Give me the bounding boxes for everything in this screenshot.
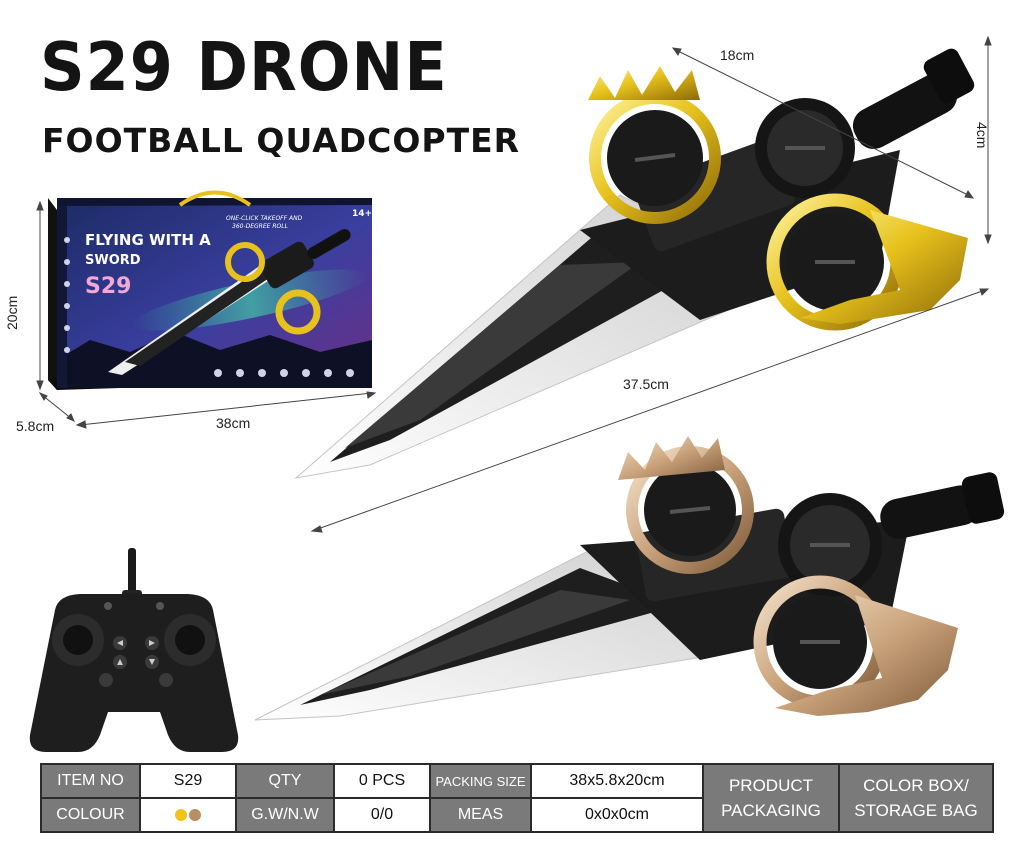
retail-box: FLYING WITH A SWORD S29 ONE-CLICK TAKEOF… [48, 190, 372, 390]
colour-swatch-champagne [189, 808, 201, 821]
box-depth-label: 5.8cm [16, 418, 55, 434]
meas-value: 0x0x0cm [530, 797, 704, 833]
product-packaging-label: PRODUCT PACKAGING [702, 763, 840, 833]
product-title: S29 DRONE [40, 27, 448, 107]
colour-swatch-gold [175, 808, 187, 821]
box-age: 14+ [352, 209, 372, 219]
box-tagline-1: ONE-CLICK TAKEOFF AND [226, 215, 303, 222]
box-headline-2: SWORD [85, 253, 141, 268]
packaging-type-line-1: COLOR BOX/ [863, 776, 969, 795]
product-subtitle: FOOTBALL QUADCOPTER [42, 121, 521, 160]
gw-nw-value: 0/0 [333, 797, 431, 833]
box-headline-1: FLYING WITH A [85, 231, 211, 249]
product-packaging-line-1: PRODUCT [728, 776, 814, 795]
product-packaging-line-2: PACKAGING [721, 801, 821, 820]
gw-nw-label: G.W/N.W [235, 797, 335, 833]
drone-width-label: 18cm [720, 47, 755, 63]
box-model: S29 [85, 274, 131, 299]
spec-table: ITEM NO S29 QTY 0 PCS PACKING SIZE 38x5.… [40, 763, 994, 833]
sword-drone-champagne [254, 436, 1005, 721]
packing-size-value: 38x5.8x20cm [530, 763, 704, 799]
packaging-type-line-2: STORAGE BAG [854, 801, 978, 820]
remote-controller [29, 548, 239, 752]
box-width-label: 38cm [216, 415, 251, 431]
box-tagline-2: 360-DEGREE ROLL [232, 223, 288, 230]
box-height-label: 20cm [4, 295, 20, 330]
item-no-label: ITEM NO [40, 763, 141, 799]
packaging-type-value: COLOR BOX/ STORAGE BAG [838, 763, 994, 833]
meas-label: MEAS [429, 797, 532, 833]
drone-height-label: 4cm [974, 122, 990, 149]
drone-length-label: 37.5cm [623, 376, 669, 392]
qty-value: 0 PCS [333, 763, 431, 799]
qty-label: QTY [235, 763, 335, 799]
item-no-value: S29 [139, 763, 237, 799]
colour-swatches [139, 797, 237, 833]
packing-size-label: PACKING SIZE [429, 763, 532, 799]
colour-label: COLOUR [40, 797, 141, 833]
sword-drone-gold [294, 48, 975, 479]
